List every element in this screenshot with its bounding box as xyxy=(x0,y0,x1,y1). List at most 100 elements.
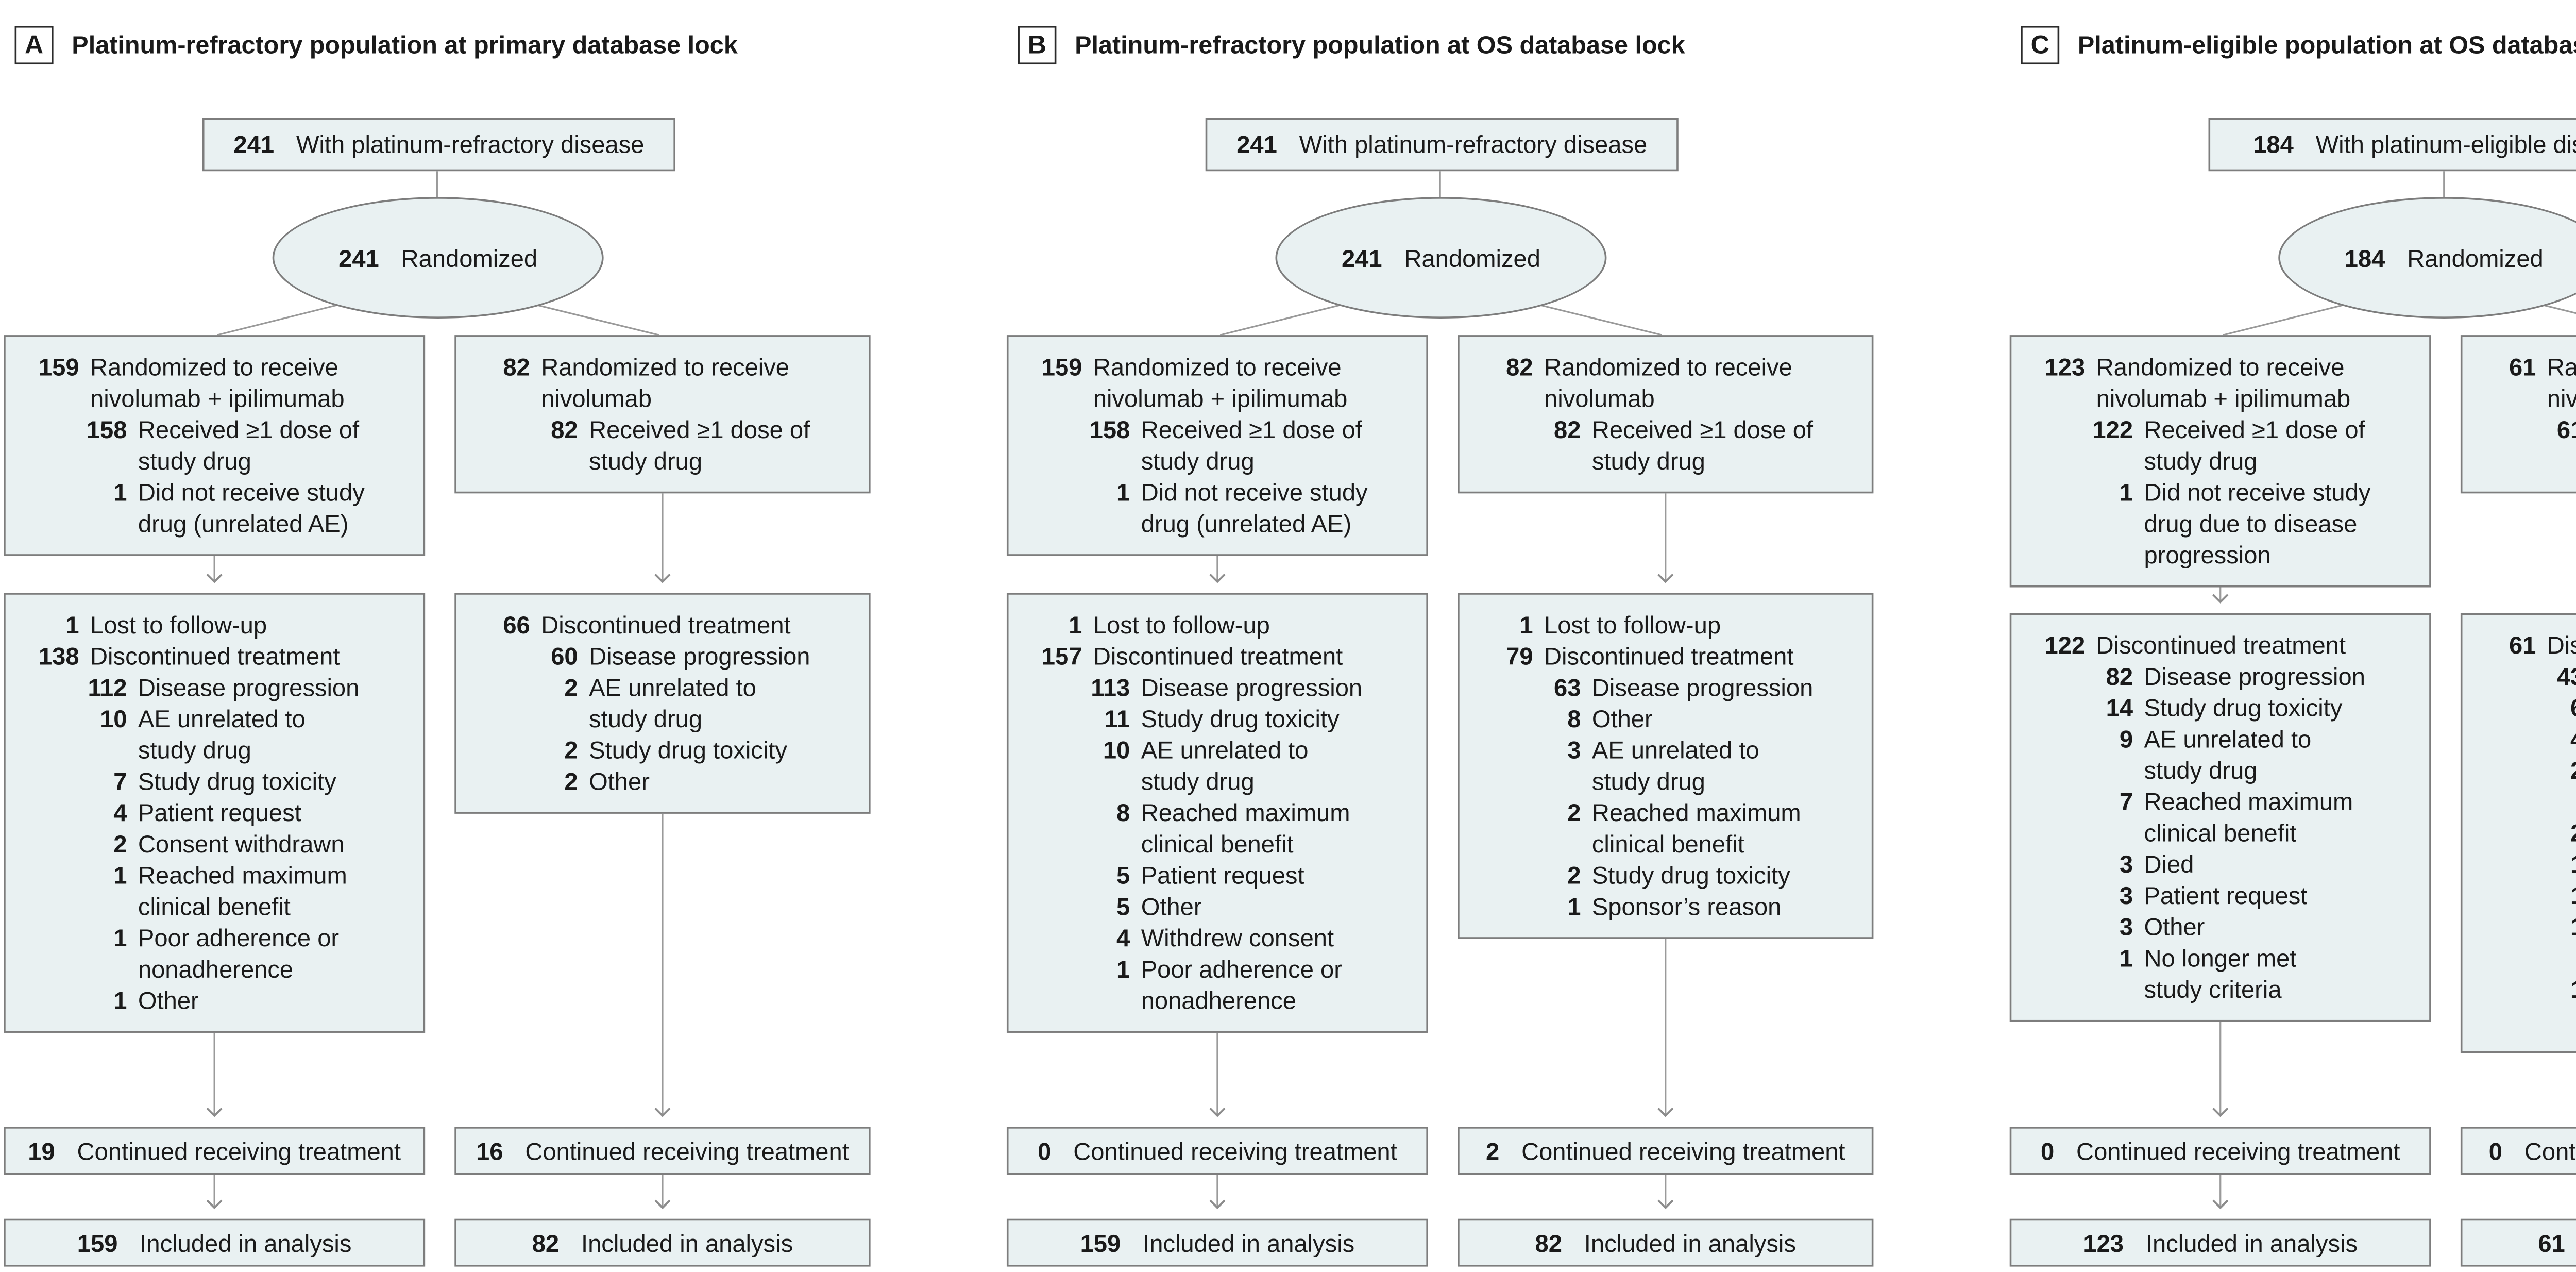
reason-label: Study drug toxicity xyxy=(138,767,336,796)
reason-label: Other xyxy=(589,767,650,796)
discontinued-box-right: 61Discontinued treatment43Disease progre… xyxy=(2460,613,2576,1053)
count: 1 xyxy=(113,861,127,890)
analysis-box-left: 159 Included in analysis xyxy=(1006,1218,1428,1267)
flow-row: 1Died xyxy=(2481,880,2576,911)
count: 159 xyxy=(1080,1229,1121,1257)
count: 2 xyxy=(1567,861,1581,890)
label: Continued receiving treatment xyxy=(1521,1136,1845,1165)
count: 159 xyxy=(38,353,79,381)
reason-label: Reached maximum clinical benefit xyxy=(138,861,347,921)
count: 79 xyxy=(1506,642,1533,671)
reason-label: Did not receive study drug (unrelated AE… xyxy=(138,478,365,538)
label: With platinum-refractory disease xyxy=(296,130,645,159)
reason-label: Lost to follow-up xyxy=(1544,611,1721,639)
flow-row: 5 Patient request xyxy=(1027,860,1408,891)
count: 61 xyxy=(2538,1229,2565,1257)
reason-label: Discontinued treatment xyxy=(541,611,791,639)
count: 4 xyxy=(113,799,127,827)
count: 1 xyxy=(2481,974,2576,1006)
count: 1 xyxy=(113,478,127,507)
reason-label: Randomized to receive nivolumab xyxy=(2547,353,2576,413)
count: 0 xyxy=(2488,1136,2502,1165)
count: 1 xyxy=(65,611,79,639)
label: Continued receiving treatment xyxy=(1073,1136,1397,1165)
label: Included in analysis xyxy=(1143,1229,1355,1257)
reason-label: Consent withdrawn xyxy=(138,830,345,858)
reason-label: Poor adherence or nonadherence xyxy=(1141,955,1342,1015)
reason-label: Study drug toxicity xyxy=(1591,861,1790,890)
count: 3 xyxy=(2119,850,2133,878)
count: 7 xyxy=(113,767,127,796)
count: 241 xyxy=(233,130,275,159)
count: 241 xyxy=(1341,244,1382,272)
count: 241 xyxy=(1236,130,1277,159)
reason-label: Disease progression xyxy=(1591,674,1814,701)
flow-row: 6Other xyxy=(2481,692,2576,724)
reason-label: Discontinued treatment xyxy=(2547,631,2576,659)
reason-label: AE unrelated to study drug xyxy=(589,674,756,733)
count: 1 xyxy=(1519,611,1533,639)
count: 123 xyxy=(2044,353,2086,381)
count: 82 xyxy=(1554,416,1581,444)
count: 2 xyxy=(1567,799,1581,827)
reason-label: Poor adherence or nonadherence xyxy=(138,924,340,983)
count: 1 xyxy=(1069,611,1082,639)
label: Included in analysis xyxy=(1584,1229,1796,1257)
label: Randomized xyxy=(1404,244,1540,272)
reason-label: Randomized to receive nivolumab xyxy=(541,353,790,413)
flow-row: 2AE unrelated to study drug xyxy=(2481,755,2576,817)
flow-row: 2Patient request xyxy=(2481,817,2576,849)
randomized-ellipse: 241 Randomized xyxy=(1275,197,1607,319)
count: 14 xyxy=(2106,694,2133,722)
reason-label: Discontinued treatment xyxy=(1093,642,1343,671)
label: Continued receiving treatment xyxy=(525,1136,849,1165)
count: 82 xyxy=(1506,353,1533,381)
count: 7 xyxy=(2119,788,2133,816)
count: 122 xyxy=(2044,631,2086,659)
reason-label: Patient request xyxy=(1141,861,1304,890)
reason-label: Randomized to receive nivolumab + ipilim… xyxy=(2096,353,2351,413)
label: Included in analysis xyxy=(2145,1229,2358,1257)
count: 61 xyxy=(2556,416,2576,444)
count: 1 xyxy=(2481,880,2576,911)
reason-label: Patient request xyxy=(138,799,301,827)
reason-label: Study drug toxicity xyxy=(589,736,787,764)
count: 5 xyxy=(1116,861,1130,890)
flow-row: 2 Study drug toxicity xyxy=(1478,860,1853,891)
reason-label: Disease progression xyxy=(1141,674,1363,701)
reason-label: Disease progression xyxy=(2144,662,2365,691)
count: 159 xyxy=(77,1229,118,1257)
reason-label: Randomized to receive nivolumab + ipilim… xyxy=(90,353,345,413)
flow-row: 1 Reached maximum clinical benefit xyxy=(24,860,404,922)
flow-row: 1 Did not receive study drug (unrelated A… xyxy=(24,477,404,539)
